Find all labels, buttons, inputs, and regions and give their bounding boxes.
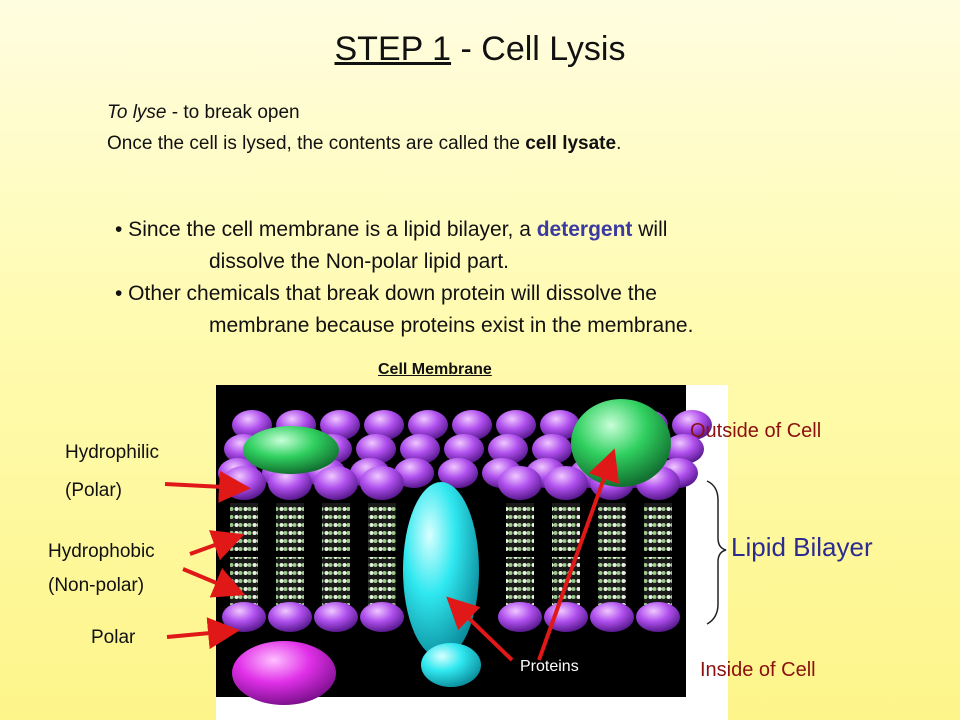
lipid-head [394, 458, 434, 488]
nonpolar-label: (Non-polar) [48, 575, 145, 596]
lipid-head [356, 434, 396, 464]
polar-arrow [166, 617, 240, 650]
title-step: STEP 1 [334, 30, 452, 68]
bullet-list: • Since the cell membrane is a lipid bil… [115, 214, 693, 342]
hydrophobic-arrow-1 [189, 530, 245, 561]
lipid-head [496, 410, 536, 440]
bullet-2-text: • Other chemicals that break down protei… [115, 282, 657, 305]
lipid-tail [552, 503, 580, 551]
lipid-tail [506, 557, 534, 605]
hydrophilic-label: Hydrophilic [65, 442, 159, 463]
bilayer-brace [706, 480, 727, 625]
definition-block: To lyse - to break open Once the cell is… [107, 97, 621, 159]
lipid-tail [644, 503, 672, 551]
lipid-head [268, 602, 312, 632]
bullet-1-continuation: dissolve the Non-polar lipid part. [209, 250, 509, 273]
lipid-tail [276, 557, 304, 605]
lipid-tail [506, 503, 534, 551]
slide-title: STEP 1 - Cell Lysis [0, 30, 960, 69]
lipid-head [314, 466, 358, 500]
hydrophobic-label: Hydrophobic [48, 541, 155, 562]
lipid-head [364, 410, 404, 440]
protein-green-back [243, 426, 339, 474]
lipid-head [664, 434, 704, 464]
lipid-tail [322, 503, 350, 551]
lipid-tail [598, 503, 626, 551]
lipid-tail [368, 503, 396, 551]
protein-arrow-cyan [446, 596, 514, 662]
inside-cell-label: Inside of Cell [700, 659, 816, 681]
lysate-sentence: Once the cell is lysed, the contents are… [107, 133, 526, 154]
bullet-2-continuation: membrane because proteins exist in the m… [209, 314, 694, 337]
lipid-tail [644, 557, 672, 605]
lipid-tail [598, 557, 626, 605]
protein-cyan-base [421, 643, 481, 687]
protein-arrow-green [537, 448, 619, 661]
lipid-head [360, 466, 404, 500]
lipid-tail [322, 557, 350, 605]
lysate-period: . [616, 133, 622, 154]
lipid-head [314, 602, 358, 632]
cell-lysate-term: cell lysate [525, 133, 617, 154]
lipid-head [672, 410, 712, 440]
hydrophilic-arrow [164, 470, 251, 503]
hydrophobic-arrow-2 [182, 567, 246, 598]
lipid-tail [368, 557, 396, 605]
lipid-head [498, 466, 542, 500]
lipid-head [444, 434, 484, 464]
bullet-1-end: will [632, 218, 668, 241]
lyse-definition: - to break open [166, 102, 300, 123]
lipid-tail [276, 503, 304, 551]
title-rest: - Cell Lysis [451, 30, 626, 68]
lipid-head [400, 434, 440, 464]
lipid-head [360, 602, 404, 632]
lipid-head [636, 602, 680, 632]
lipid-head [544, 466, 588, 500]
lipid-head [320, 410, 360, 440]
outside-cell-label: Outside of Cell [690, 420, 822, 442]
lipid-head [438, 458, 478, 488]
bullet-1-text: • Since the cell membrane is a lipid bil… [115, 218, 537, 241]
lipid-head [498, 602, 542, 632]
polar-label: Polar [91, 627, 136, 648]
lipid-head [268, 466, 312, 500]
lipid-head [590, 602, 634, 632]
lipid-head [408, 410, 448, 440]
protein-magenta [232, 641, 336, 705]
lyse-term: To lyse [107, 102, 167, 123]
detergent-term: detergent [536, 218, 633, 241]
polar-paren-label: (Polar) [65, 480, 123, 501]
membrane-illustration [216, 385, 728, 720]
lipid-head [540, 410, 580, 440]
proteins-label: Proteins [520, 658, 579, 675]
lipid-head [532, 434, 572, 464]
lipid-bilayer-label: Lipid Bilayer [731, 532, 873, 562]
lipid-head [488, 434, 528, 464]
diagram-caption: Cell Membrane [378, 361, 492, 378]
lipid-head [452, 410, 492, 440]
